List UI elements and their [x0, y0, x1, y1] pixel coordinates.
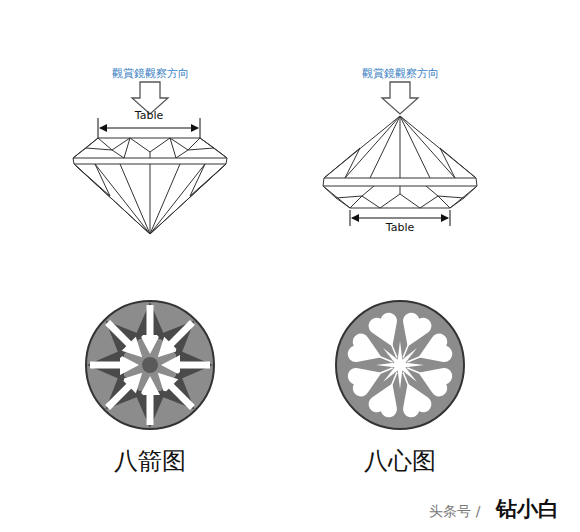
- figure-caption: 八箭图: [114, 448, 186, 474]
- view-direction-label: 觀賞鏡觀察方向: [111, 68, 190, 80]
- watermark: 钻小白: [495, 498, 560, 521]
- view-direction-label: 觀賞鏡觀察方向: [361, 68, 440, 80]
- figure-caption: 八心图: [364, 448, 436, 474]
- table-dimension: Table: [386, 222, 414, 234]
- table-dimension: Table: [135, 110, 163, 122]
- watermark: 头条号 /: [428, 504, 481, 519]
